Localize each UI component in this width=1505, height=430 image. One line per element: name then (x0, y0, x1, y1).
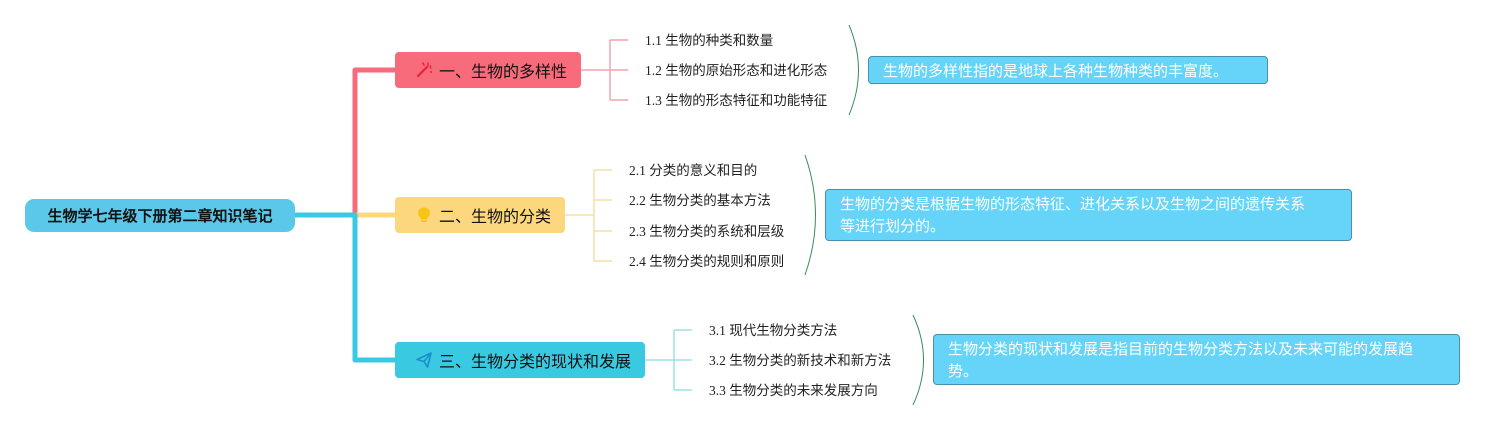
leaf-topic-1-3[interactable]: 1.3 生物的形态特征和功能特征 (645, 93, 828, 108)
leaf-topic-2-1[interactable]: 2.1 分类的意义和目的 (629, 163, 758, 178)
leaf-topic-2-4[interactable]: 2.4 生物分类的规则和原则 (629, 254, 785, 269)
summary-bracket-3 (912, 314, 924, 406)
leaf-topic-2-3[interactable]: 2.3 生物分类的系统和层级 (629, 224, 785, 239)
leaf-connectors-2 (565, 169, 612, 262)
paper-plane-icon (413, 350, 435, 370)
branch-topic-classification[interactable]: 二、生物的分类 (395, 197, 565, 233)
leaf-topic-3-3[interactable]: 3.3 生物分类的未来发展方向 (709, 383, 878, 398)
leaf-topic-1-2[interactable]: 1.2 生物的原始形态和进化形态 (645, 63, 828, 78)
summary-note-biodiversity[interactable]: 生物的多样性指的是地球上各种生物种类的丰富度。 (868, 56, 1268, 84)
summary-bracket-1 (848, 24, 859, 116)
leaf-connectors-3 (645, 329, 692, 391)
branch-topic-biodiversity[interactable]: 一、生物的多样性 (395, 52, 581, 88)
leaf-topic-1-1[interactable]: 1.1 生物的种类和数量 (645, 33, 774, 48)
branch-topic-label: 三、生物分类的现状和发展 (439, 352, 632, 371)
leaf-topic-3-1[interactable]: 3.1 现代生物分类方法 (709, 323, 838, 338)
summary-bracket-2 (804, 154, 816, 276)
leaf-topic-2-2[interactable]: 2.2 生物分类的基本方法 (629, 193, 771, 208)
summary-note-classification[interactable]: 生物的分类是根据生物的形态特征、进化关系以及生物之间的遗传关系 等进行划分的。 (825, 189, 1352, 241)
summary-text-line-2: 势。 (948, 362, 979, 380)
summary-note-status-development[interactable]: 生物分类的现状和发展是指目前的生物分类方法以及未来可能的发展趋 势。 (933, 334, 1460, 385)
summary-text-line-1: 生物的分类是根据生物的形态特征、进化关系以及生物之间的遗传关系 (840, 195, 1306, 213)
leaf-topic-3-2[interactable]: 3.2 生物分类的新技术和新方法 (709, 353, 892, 368)
root-topic[interactable]: 生物学七年级下册第二章知识笔记 (25, 199, 295, 232)
summary-text-line-2: 等进行划分的。 (840, 217, 946, 235)
root-topic-label: 生物学七年级下册第二章知识笔记 (47, 207, 273, 225)
branch-topic-status-development[interactable]: 三、生物分类的现状和发展 (395, 342, 645, 378)
lightbulb-icon (413, 205, 435, 225)
branch-topic-label: 一、生物的多样性 (439, 62, 568, 81)
branch-topic-label: 二、生物的分类 (439, 207, 552, 226)
summary-text-line-1: 生物分类的现状和发展是指目前的生物分类方法以及未来可能的发展趋 (948, 340, 1414, 358)
summary-text: 生物的多样性指的是地球上各种生物种类的丰富度。 (883, 62, 1229, 80)
leaf-connectors-1 (581, 39, 628, 101)
connector-branch-1 (295, 67, 395, 218)
connector-branch-3 (295, 212, 395, 363)
magic-wand-icon (413, 60, 435, 80)
